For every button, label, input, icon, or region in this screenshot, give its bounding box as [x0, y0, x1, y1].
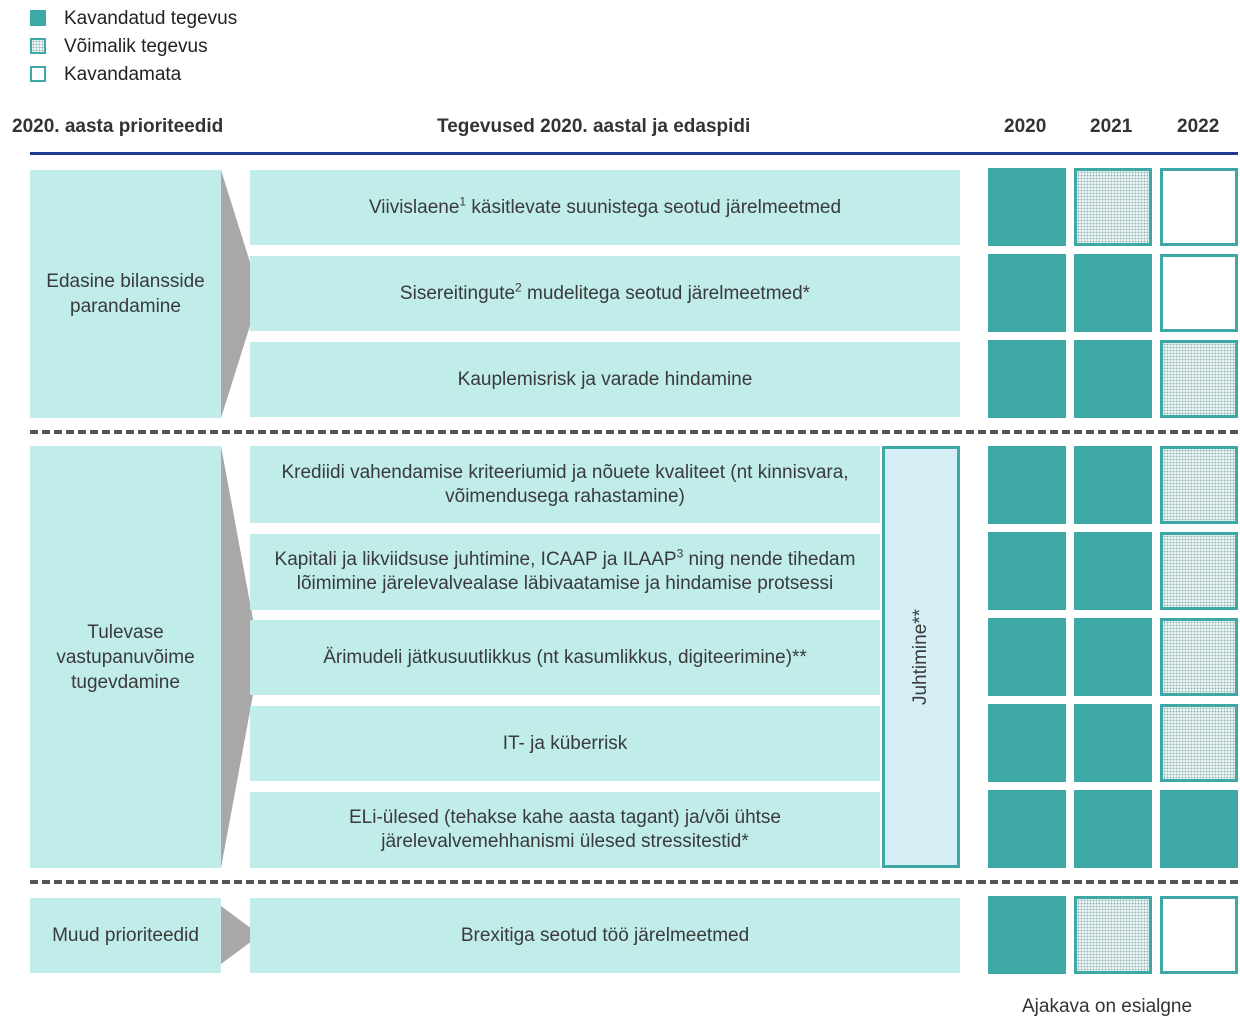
activity-label: Sisereitingute2 mudelitega seotud järelm…: [399, 280, 811, 304]
chevron-arrow-group-1: [221, 170, 260, 418]
status-square-planned: [1074, 532, 1152, 610]
chevron-arrow-group-3: [221, 906, 260, 964]
chevron-arrow-group-2: [221, 446, 260, 868]
status-square-unplanned: [1160, 254, 1238, 332]
status-square-possible: [1074, 896, 1152, 974]
priority-group-1: Edasine bilansside parandamine: [30, 170, 221, 418]
legend-planned-label: Kavandatud tegevus: [64, 8, 238, 29]
status-square-possible: [1160, 704, 1238, 782]
priority-group-3-label: Muud prioriteedid: [52, 925, 199, 946]
status-square-unplanned: [1160, 896, 1238, 974]
status-square-planned: [1074, 254, 1152, 332]
governance-box: Juhtimine**: [882, 446, 960, 868]
activity-label: Brexitiga seotud töö järelmeetmed: [460, 924, 750, 946]
header-year-2022: 2022: [1177, 116, 1220, 137]
activity-row: Kauplemisrisk ja varade hindamine: [250, 342, 960, 417]
activity-label: Kauplemisrisk ja varade hindamine: [457, 368, 753, 390]
activity-label: ELi-ülesed (tehakse kahe aasta tagant) j…: [349, 807, 781, 852]
legend-possible-label: Võimalik tegevus: [64, 36, 208, 57]
status-square-planned: [1074, 340, 1152, 418]
activity-row: ELi-ülesed (tehakse kahe aasta tagant) j…: [250, 792, 880, 868]
activity-label: Ärimudeli jätkusuutlikkus (nt kasumlikku…: [323, 646, 807, 668]
activity-row: IT- ja küberrisk: [250, 706, 880, 781]
priority-group-2: Tulevase vastupanuvõime tugevdamine: [30, 446, 221, 868]
status-square-planned: [1074, 618, 1152, 696]
legend-unplanned-label: Kavandamata: [64, 64, 182, 85]
status-square-planned: [1160, 790, 1238, 868]
legend-possible-swatch: [30, 38, 46, 54]
status-square-planned: [988, 340, 1066, 418]
group-divider: [30, 880, 1238, 884]
status-square-unplanned: [1160, 168, 1238, 246]
status-square-planned: [988, 790, 1066, 868]
header-year-2020: 2020: [1004, 116, 1047, 137]
activity-label: Krediidi vahendamise kriteeriumid ja nõu…: [281, 461, 849, 507]
governance-label: Juhtimine**: [910, 608, 931, 706]
footnote: Ajakava on esialgne: [1022, 996, 1193, 1017]
status-square-possible: [1074, 168, 1152, 246]
status-square-possible: [1160, 532, 1238, 610]
priority-group-1-label: Edasine bilansside parandamine: [46, 271, 205, 317]
group-divider: [30, 430, 1238, 434]
legend-unplanned-swatch: [30, 66, 46, 82]
priority-group-2-label: Tulevase vastupanuvõime tugevdamine: [56, 621, 195, 693]
status-square-planned: [1074, 790, 1152, 868]
activity-label: Viivislaene1 käsitlevate suunistega seot…: [368, 194, 842, 218]
status-square-possible: [1160, 340, 1238, 418]
priority-group-3: Muud prioriteedid: [30, 898, 221, 973]
activity-row: Krediidi vahendamise kriteeriumid ja nõu…: [250, 446, 880, 523]
status-square-planned: [988, 254, 1066, 332]
activity-row: Brexitiga seotud töö järelmeetmed: [250, 898, 960, 973]
header-activities: Tegevused 2020. aastal ja edaspidi: [437, 116, 751, 137]
header-rule: [30, 152, 1238, 155]
status-square-planned: [988, 896, 1066, 974]
activity-row: Sisereitingute2 mudelitega seotud järelm…: [250, 256, 960, 331]
activity-row: Kapitali ja likviidsuse juhtimine, ICAAP…: [250, 534, 880, 610]
legend-planned-swatch: [30, 10, 46, 26]
status-square-possible: [1160, 618, 1238, 696]
header-priorities: 2020. aasta prioriteedid: [12, 116, 224, 137]
activity-label: IT- ja küberrisk: [502, 732, 628, 754]
header-year-2021: 2021: [1090, 116, 1133, 137]
activity-row: Viivislaene1 käsitlevate suunistega seot…: [250, 170, 960, 245]
status-square-planned: [988, 446, 1066, 524]
status-square-possible: [1160, 446, 1238, 524]
status-square-planned: [1074, 704, 1152, 782]
status-square-planned: [1074, 446, 1152, 524]
status-square-planned: [988, 618, 1066, 696]
status-square-planned: [988, 532, 1066, 610]
status-square-planned: [988, 168, 1066, 246]
status-square-planned: [988, 704, 1066, 782]
activity-label: Kapitali ja likviidsuse juhtimine, ICAAP…: [274, 546, 856, 594]
activity-row: Ärimudeli jätkusuutlikkus (nt kasumlikku…: [250, 620, 880, 695]
